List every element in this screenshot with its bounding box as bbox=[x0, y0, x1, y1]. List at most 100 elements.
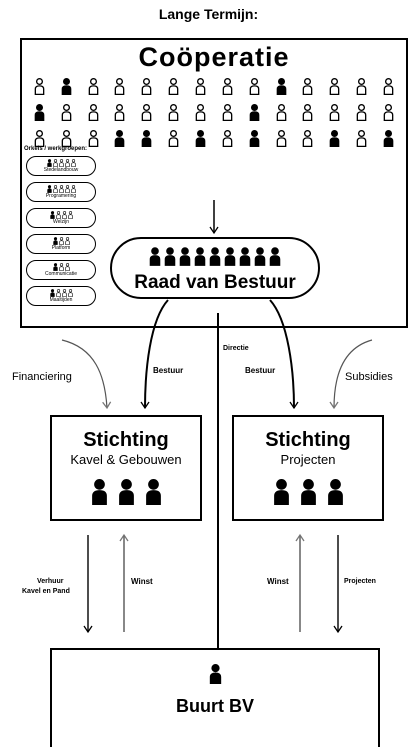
member bbox=[214, 78, 241, 95]
member bbox=[295, 130, 322, 147]
kavel-en-pand-label: Kavel en Pand bbox=[22, 588, 70, 595]
person-outline-icon bbox=[34, 78, 45, 95]
person-outline-icon bbox=[195, 78, 206, 95]
person-filled-icon bbox=[383, 130, 394, 147]
person-outline-icon bbox=[61, 211, 67, 219]
person-outline-icon bbox=[58, 185, 64, 193]
person-outline-icon bbox=[222, 130, 233, 147]
person-outline-icon bbox=[249, 78, 260, 95]
workgroup-label: Platform bbox=[51, 245, 71, 251]
person-outline-icon bbox=[303, 130, 313, 147]
person-outline-icon bbox=[276, 104, 286, 121]
member bbox=[53, 104, 80, 121]
person-outline-icon bbox=[64, 263, 70, 271]
financiering-arrow bbox=[61, 339, 112, 410]
person-outline-icon bbox=[55, 211, 61, 219]
person-outline-icon bbox=[58, 159, 64, 167]
member bbox=[241, 104, 268, 121]
member bbox=[133, 78, 160, 95]
person-outline-icon bbox=[61, 104, 72, 121]
member bbox=[321, 78, 348, 95]
member bbox=[295, 104, 322, 121]
member bbox=[348, 130, 375, 147]
board-ellipse: Raad van Bestuur bbox=[110, 237, 320, 299]
directie-label: Directie bbox=[223, 345, 249, 352]
member bbox=[321, 130, 348, 147]
winst-right-label: Winst bbox=[267, 577, 289, 586]
financiering-label: Financiering bbox=[12, 371, 72, 383]
member bbox=[26, 104, 53, 121]
member-grid bbox=[26, 78, 402, 147]
bestuur-left-label: Bestuur bbox=[153, 366, 184, 375]
person-outline-icon bbox=[64, 237, 70, 245]
person-outline-icon bbox=[67, 289, 73, 297]
person-filled-icon bbox=[209, 247, 221, 266]
person-filled-icon bbox=[327, 479, 343, 505]
person-filled-icon bbox=[61, 78, 72, 95]
person-filled-icon bbox=[34, 104, 45, 121]
projecten-label: Projecten bbox=[344, 578, 376, 585]
board-members bbox=[112, 247, 318, 266]
workgroup-pill: Welzijn bbox=[26, 208, 96, 228]
workgroup-pill: Stedelandbouw bbox=[26, 156, 96, 176]
person-filled-icon bbox=[330, 130, 340, 147]
member bbox=[187, 78, 214, 95]
person-filled-icon bbox=[115, 130, 125, 147]
workgroup-label: Welzijn bbox=[52, 219, 70, 225]
person-outline-icon bbox=[70, 159, 76, 167]
member bbox=[348, 104, 375, 121]
person-filled-icon bbox=[46, 159, 52, 167]
person-outline-icon bbox=[88, 130, 98, 147]
member bbox=[80, 130, 107, 147]
person-filled-icon bbox=[209, 664, 221, 684]
person-outline-icon bbox=[34, 130, 45, 147]
winst-left-label: Winst bbox=[131, 577, 153, 586]
bestuur-right-arrow bbox=[269, 299, 299, 410]
person-outline-icon bbox=[115, 78, 125, 95]
member bbox=[375, 130, 402, 147]
person-filled-icon bbox=[224, 247, 236, 266]
person-outline-icon bbox=[168, 130, 179, 147]
workgroups-heading: Orkels / werkgroepen: bbox=[24, 146, 88, 152]
person-outline-icon bbox=[64, 159, 70, 167]
person-filled-icon bbox=[269, 247, 281, 266]
member bbox=[160, 78, 187, 95]
member bbox=[268, 78, 295, 95]
workgroup-pill: Maaltijden bbox=[26, 286, 96, 306]
person-filled-icon bbox=[52, 263, 58, 271]
person-outline-icon bbox=[70, 185, 76, 193]
member bbox=[160, 130, 187, 147]
workgroup-label: Stedelandbouw bbox=[43, 167, 79, 173]
foundation-right-box: Stichting Projecten bbox=[232, 415, 384, 521]
company-label: Buurt BV bbox=[176, 696, 254, 716]
member bbox=[107, 78, 134, 95]
member bbox=[375, 78, 402, 95]
person-outline-icon bbox=[356, 130, 367, 147]
member bbox=[295, 78, 322, 95]
person-filled-icon bbox=[249, 104, 260, 121]
person-outline-icon bbox=[330, 78, 340, 95]
company-box: Buurt BV bbox=[50, 648, 380, 747]
person-outline-icon bbox=[303, 78, 313, 95]
company-members bbox=[52, 664, 378, 684]
person-filled-icon bbox=[46, 185, 52, 193]
foundation-right-title: Stichting bbox=[265, 429, 351, 451]
cooperative-title: Coöperatie bbox=[138, 42, 290, 72]
person-outline-icon bbox=[356, 104, 367, 121]
member bbox=[26, 130, 53, 147]
person-filled-icon bbox=[164, 247, 176, 266]
member bbox=[214, 130, 241, 147]
person-outline-icon bbox=[195, 104, 206, 121]
person-outline-icon bbox=[61, 289, 67, 297]
person-filled-icon bbox=[194, 247, 206, 266]
person-filled-icon bbox=[300, 479, 316, 505]
member bbox=[375, 104, 402, 121]
person-filled-icon bbox=[254, 247, 266, 266]
person-filled-icon bbox=[91, 479, 107, 505]
person-outline-icon bbox=[58, 263, 64, 271]
person-filled-icon bbox=[273, 479, 289, 505]
member bbox=[214, 104, 241, 121]
person-outline-icon bbox=[383, 104, 394, 121]
workgroup-pill: Programering bbox=[26, 182, 96, 202]
